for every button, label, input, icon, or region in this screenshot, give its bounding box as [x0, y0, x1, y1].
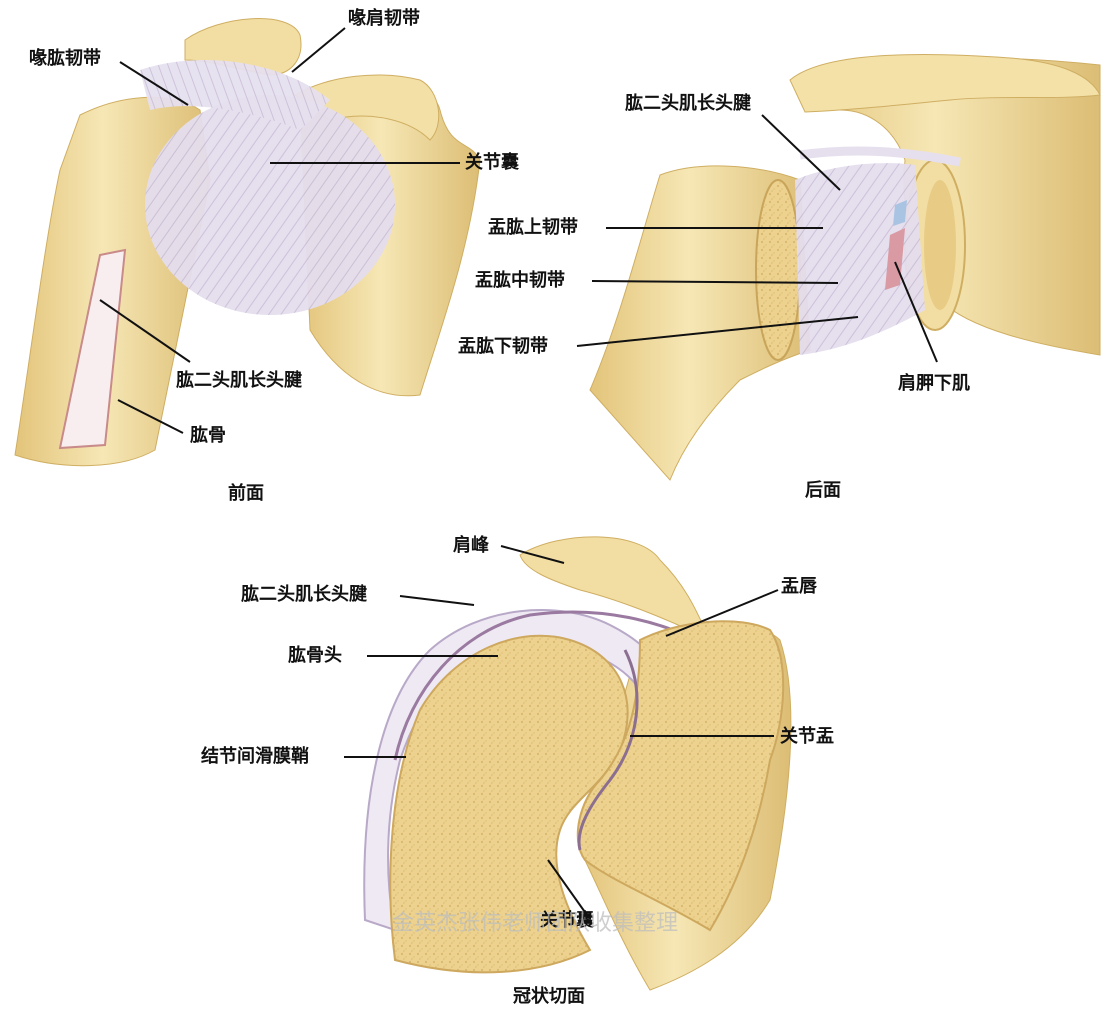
caption-posterior: 后面	[805, 476, 841, 502]
glenohumeral-ligaments	[795, 163, 925, 355]
label-glenoid: 关节盂	[780, 726, 834, 748]
label-anterior-capsule: 关节囊	[465, 152, 519, 174]
label-inferior-glenohumeral-ligament: 盂肱下韧带	[458, 336, 548, 358]
label-coronal-biceps-tendon: 肱二头肌长头腱	[241, 584, 367, 606]
anterior-capsule	[145, 95, 395, 315]
caption-anterior: 前面	[228, 479, 264, 505]
label-labrum: 盂唇	[781, 576, 817, 598]
label-middle-glenohumeral-ligament: 盂肱中韧带	[475, 270, 565, 292]
humerus-cut-section	[756, 180, 800, 360]
label-posterior-biceps-tendon: 肱二头肌长头腱	[625, 93, 751, 115]
posterior-view	[577, 54, 1100, 480]
label-humerus: 肱骨	[190, 425, 226, 447]
label-anterior-biceps-tendon: 肱二头肌长头腱	[176, 370, 302, 392]
label-subscapularis: 肩胛下肌	[898, 373, 970, 395]
watermark-text: 金英杰张伟老师团队收集整理	[392, 905, 678, 937]
caption-coronal: 冠状切面	[513, 982, 585, 1008]
label-acromion: 肩峰	[453, 535, 489, 557]
label-coracoacromial-ligament: 喙肩韧带	[348, 8, 420, 30]
label-superior-glenohumeral-ligament: 盂肱上韧带	[488, 217, 578, 239]
label-coracohumeral-ligament: 喙肱韧带	[29, 48, 101, 70]
anterior-view	[15, 19, 480, 466]
label-humeral-head: 肱骨头	[288, 645, 342, 667]
label-synovial-sheath: 结节间滑膜鞘	[201, 746, 309, 768]
